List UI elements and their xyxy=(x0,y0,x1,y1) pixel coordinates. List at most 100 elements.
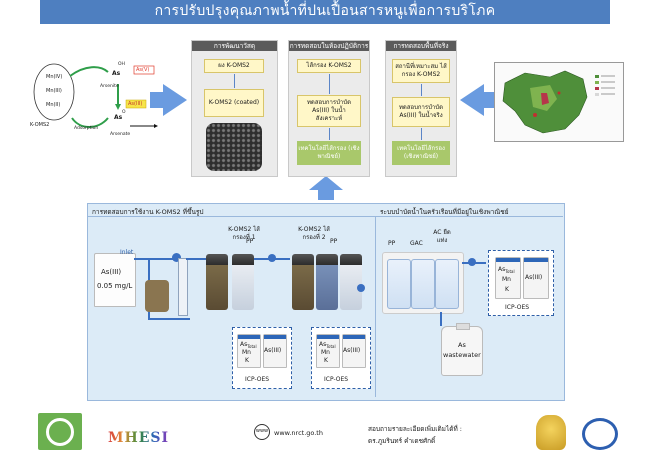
as-text: As xyxy=(498,266,506,273)
total-subscript: Total xyxy=(247,344,257,350)
inlet-pipe xyxy=(134,258,174,260)
arrow-up-icon xyxy=(309,176,343,190)
panel-header: การทดสอบพื้นที่จริง xyxy=(386,41,456,51)
feed-label-concentration: 0.05 mg/L xyxy=(97,282,133,290)
feed-label-arsenic: As(III) xyxy=(101,268,122,276)
pp3-label: PP xyxy=(388,240,396,247)
step-komsa-filter: ไส้กรอง K-OMS2 xyxy=(297,59,361,73)
step-synthetic-water-test: ทดสอบการบำบัด As(III) ในน้ำสังเคราะห์ xyxy=(297,95,361,127)
total-subscript: Total xyxy=(505,269,515,275)
k-label: K xyxy=(245,357,249,364)
website-link[interactable]: www.nrct.go.th xyxy=(274,429,323,437)
filter2-label: K-OMS2 ไส้กรองที่ 2 xyxy=(298,226,330,241)
sample-bottle-as3: As(III) xyxy=(263,334,287,368)
mhesi-text: MHESI xyxy=(108,430,170,446)
ac-label: AC ยืดแท่ง xyxy=(433,229,451,244)
sample-bottle-total: AsTotal Mn K xyxy=(237,334,261,368)
wastewater-container: As wastewater xyxy=(441,323,483,376)
as-total-label: AsTotal xyxy=(498,266,515,274)
logo-ring xyxy=(46,418,74,446)
adsorption-label: Adsorption xyxy=(74,126,99,131)
wastewater-label-as: As xyxy=(458,341,466,349)
icp-label: ICP-OES xyxy=(324,376,349,383)
step-komsa-coated: K-OMS2 (coated) xyxy=(204,89,264,117)
komsa-filter-2 xyxy=(292,254,314,310)
reaction-diagram: Mn(IV) Mn(III) Mn(II) K-OMS2 As OH As(V)… xyxy=(30,60,160,140)
pipe-to-filter xyxy=(186,258,206,260)
as-total-label: AsTotal xyxy=(240,341,257,349)
komsa-label: K-OMS2 xyxy=(30,122,50,128)
flow-meter xyxy=(178,258,188,316)
as-total-label: AsTotal xyxy=(319,341,336,349)
icp-label: ICP-OES xyxy=(245,376,270,383)
ac-cartridge xyxy=(435,259,459,309)
arrow-left-icon xyxy=(460,84,484,116)
sample-bottle-total: AsTotal Mn K xyxy=(495,257,521,299)
sample-bottle-as3: As(III) xyxy=(523,257,549,299)
komsa-filter-2b xyxy=(316,254,338,310)
step-commercial-tech: เทคโนโลยีไส้กรอง (เชิงพาณิชย์) xyxy=(297,141,361,165)
k-label: K xyxy=(505,286,509,293)
gac-cartridge xyxy=(411,259,435,309)
sample-bottle-as3: As(III) xyxy=(342,334,366,368)
flow-arrow xyxy=(421,128,422,140)
pp-cartridge xyxy=(387,259,411,309)
total-subscript: Total xyxy=(326,344,336,350)
step-commercial-tech: เทคโนโลยีไส้กรอง (เชิงพาณิชย์) xyxy=(392,141,450,165)
sampling-valve-icon-2 xyxy=(357,284,365,292)
pipe-horizontal xyxy=(148,318,190,320)
as-text: As xyxy=(240,341,248,348)
jug-cap xyxy=(456,323,470,330)
icp-sample-box-2: AsTotal Mn K As(III) ICP-OES xyxy=(311,327,371,389)
university-seal-logo xyxy=(536,415,566,450)
wastewater-label: wastewater xyxy=(443,351,481,359)
arsenate-label: Arsenate xyxy=(110,132,131,137)
flow-arrow xyxy=(329,74,330,94)
as-text: As xyxy=(319,341,327,348)
as5-tag: As(V) xyxy=(136,67,150,73)
mhesi-logo: MHESI xyxy=(108,430,169,446)
arrow-right-icon xyxy=(163,84,187,116)
mn-label: Mn xyxy=(242,349,251,356)
as3-label: As(III) xyxy=(343,347,361,354)
institution-logo-left xyxy=(38,413,82,450)
left-subsection-header: การทดสอบการใช้งาน K-OMS2 ที่ขึ้นรูป xyxy=(92,208,204,216)
arsenite-label: Arsenite xyxy=(100,84,119,89)
reaction-cycle-graphic xyxy=(33,63,158,128)
panel-header: การพัฒนาวัสดุ xyxy=(192,41,277,51)
mn-label: Mn xyxy=(502,276,511,283)
icp-label: ICP-OES xyxy=(505,304,530,311)
section-divider xyxy=(87,216,563,217)
contact-name: ดร.ภูมรินทร์ คำเดชศักดิ์ xyxy=(368,437,436,445)
k-label: K xyxy=(324,357,328,364)
inlet-label: Inlet xyxy=(120,249,134,256)
contact-heading: สอบถามรายละเอียดเพิ่มเติมได้ที่ : xyxy=(368,425,462,433)
icp-sample-box-3: AsTotal Mn K As(III) ICP-OES xyxy=(488,250,554,316)
pump-icon xyxy=(172,253,181,262)
arrow-right-shaft xyxy=(150,92,164,108)
right-subsection-header: ระบบบำบัดน้ำในครัวเรือนที่มีอยู่ในเชิงพา… xyxy=(380,208,509,216)
sampling-valve-icon xyxy=(268,254,276,262)
feed-container: As(III) 0.05 mg/L xyxy=(94,253,136,307)
oh-label-top: OH xyxy=(118,62,125,67)
page-title: การปรับปรุงคุณภาพน้ำที่ปนเปื้อนสารหนูเพื… xyxy=(40,0,610,24)
panel-header: การทดสอบในห้องปฏิบัติการ xyxy=(289,41,369,51)
mn3-label: Mn(III) xyxy=(46,88,62,94)
step-real-water-test: ทดสอบการบำบัด As(III) ในน้ำจริง xyxy=(392,97,450,127)
pressure-vessel xyxy=(145,280,169,312)
pp-filter-1 xyxy=(232,254,254,310)
sample-bottle-total: AsTotal Mn K xyxy=(316,334,340,368)
as3-label: As(III) xyxy=(525,274,543,281)
map-graphic xyxy=(502,70,615,134)
as-atom-top: As xyxy=(112,70,121,77)
as-atom-bottom: As xyxy=(114,114,123,121)
gac-label: GAC xyxy=(410,240,423,247)
coated-filter-photo xyxy=(206,123,262,171)
as3-label: As(III) xyxy=(264,347,282,354)
mn4-label: Mn(IV) xyxy=(46,74,63,80)
mn-label: Mn xyxy=(321,349,330,356)
step-site-selection: สถานีที่เหมาะสม ไส้กรอง K-OMS2 xyxy=(392,59,450,83)
flow-arrow xyxy=(421,84,422,96)
panel-field-testing: การทดสอบพื้นที่จริง สถานีที่เหมาะสม ไส้ก… xyxy=(385,40,457,177)
mn2-label: Mn(II) xyxy=(46,102,61,108)
